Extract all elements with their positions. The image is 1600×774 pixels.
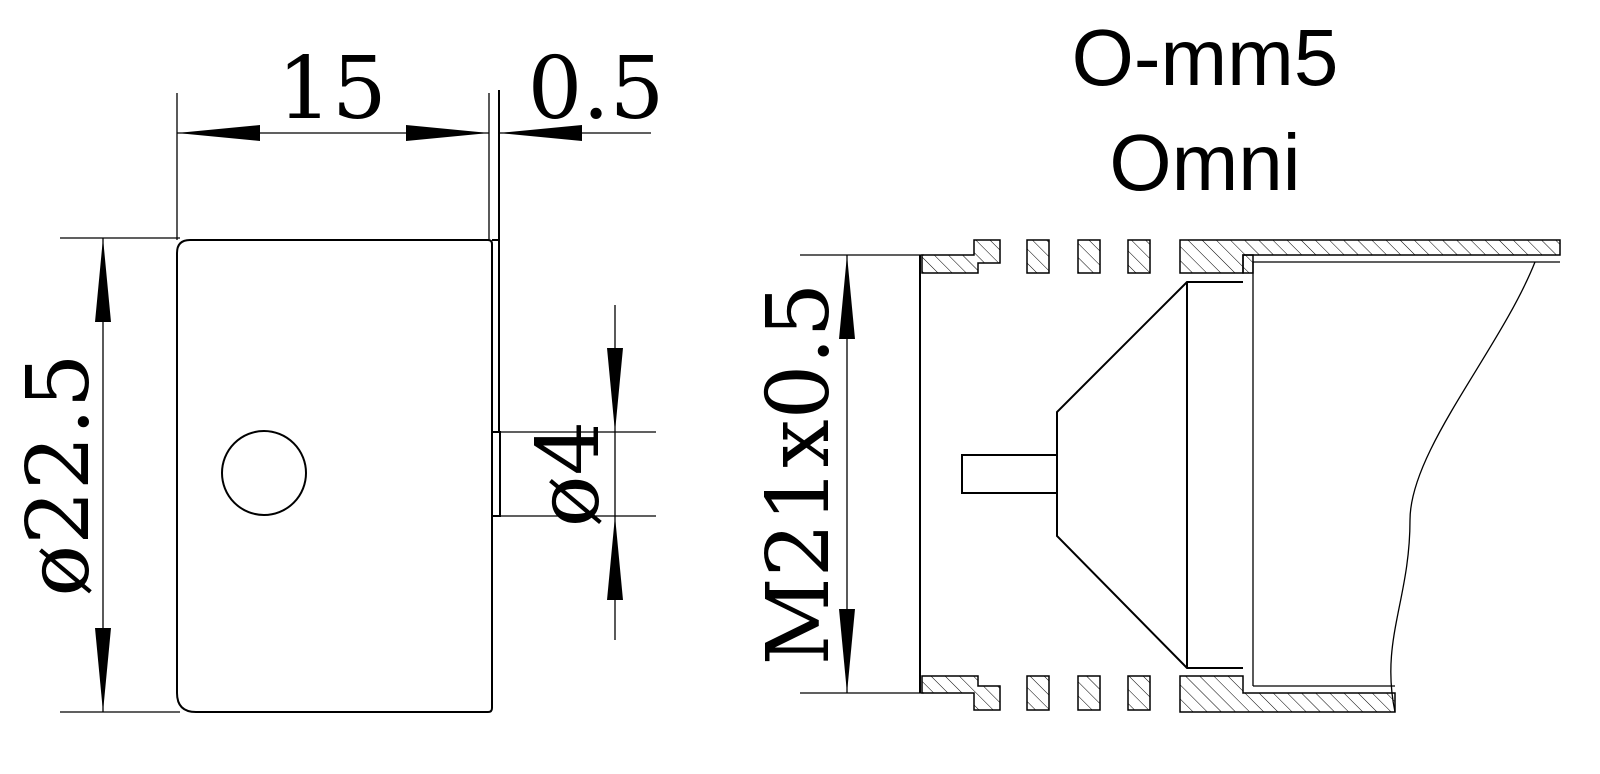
- terminal-diameter-label: ø4: [519, 421, 619, 528]
- model-name: O-mm5: [1072, 13, 1339, 102]
- pattern-name: Omni: [1109, 118, 1300, 207]
- dimension-body-diameter: ø22.5: [9, 237, 180, 713]
- terminal-pin: [491, 431, 501, 517]
- thread-label: M21x0.5: [749, 283, 849, 666]
- dimension-length: 15: [176, 39, 490, 240]
- dimension-terminal-diameter: ø4: [500, 305, 656, 640]
- center-pin: [961, 454, 1058, 494]
- capsule-cross-section: [919, 239, 1561, 713]
- body-diameter-label: ø22.5: [9, 353, 109, 596]
- dimension-thread: M21x0.5: [749, 254, 924, 694]
- gap-label: 0.5: [528, 39, 665, 139]
- capsule-body: [176, 239, 493, 713]
- dimension-gap: 0.5: [499, 39, 664, 141]
- capsule-side-view: [176, 90, 501, 713]
- length-label: 15: [277, 39, 386, 139]
- port-circle: [221, 430, 307, 516]
